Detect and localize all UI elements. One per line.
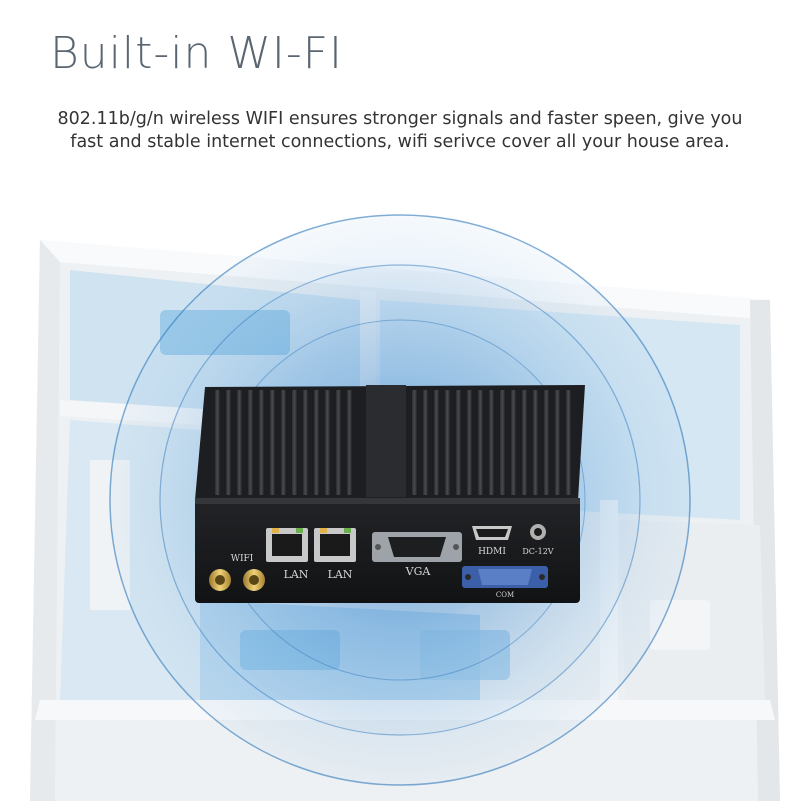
description-line-2: fast and stable internet connections, wi… [70, 132, 730, 152]
dc-jack-icon [530, 524, 546, 540]
vga-label: VGA [405, 565, 432, 578]
hdmi-label: HDMI [478, 547, 506, 557]
vga-port-icon [372, 532, 462, 562]
description-line-1: 802.11b/g/n wireless WIFI ensures strong… [57, 109, 743, 129]
com-label: COM [496, 591, 514, 599]
serial-port-icon [462, 566, 548, 588]
wifi-antenna-icon [209, 569, 265, 591]
lan1-label: LAN [284, 568, 309, 581]
heatsink-fins [215, 385, 571, 497]
wifi-label: WIFI [231, 554, 254, 564]
lan2-label: LAN [328, 568, 353, 581]
ethernet-port-icon [266, 528, 356, 562]
feature-description: 802.11b/g/n wireless WIFI ensures strong… [20, 108, 780, 154]
page-title: Built-in WI-FI [50, 28, 344, 79]
hdmi-port-icon [472, 526, 512, 540]
dc-label: DC-12V [522, 547, 553, 556]
mini-pc-device: WIFI LAN LAN VGA HDMI DC-12V COM [195, 385, 585, 603]
